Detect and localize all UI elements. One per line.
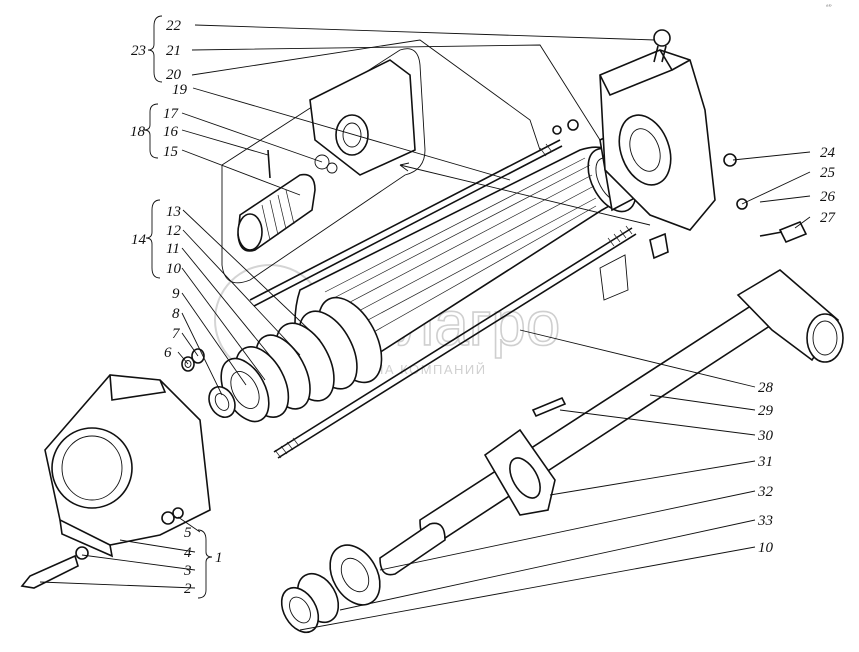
label-10-bottom: 10	[758, 540, 774, 556]
piston-seal-stack	[181, 296, 383, 423]
label-11: 11	[166, 241, 180, 257]
label-12: 12	[166, 223, 182, 239]
label-5: 5	[184, 525, 192, 541]
group-braces	[143, 15, 213, 599]
label-9: 9	[172, 286, 180, 302]
piston-rod-assembly	[280, 269, 844, 634]
label-25: 25	[820, 165, 836, 181]
label-29: 29	[758, 403, 774, 419]
label-21: 21	[166, 43, 181, 59]
label-30: 30	[757, 428, 774, 444]
label-19: 19	[172, 82, 188, 98]
label-4: 4	[184, 545, 192, 561]
front-clamp	[20, 374, 211, 589]
label-13: 13	[166, 204, 181, 220]
label-24: 24	[820, 145, 836, 161]
label-27: 27	[820, 210, 837, 226]
label-18: 18	[130, 124, 146, 140]
label-6: 6	[164, 345, 172, 361]
label-14: 14	[131, 232, 147, 248]
label-7: 7	[172, 326, 181, 342]
label-15: 15	[163, 144, 179, 160]
label-3: 3	[183, 563, 192, 579]
label-1: 1	[215, 550, 223, 566]
label-20: 20	[166, 67, 182, 83]
callout-labels: 22 23 21 20 19 17 18 16 15 13 12 14 11 1…	[130, 18, 837, 597]
leader-lines	[39, 24, 811, 631]
label-26: 26	[820, 189, 836, 205]
label-8: 8	[172, 306, 180, 322]
corner-mark: ᵃᵗᵒ	[826, 4, 831, 10]
label-31: 31	[757, 454, 773, 470]
label-16: 16	[163, 124, 179, 140]
label-32: 32	[757, 484, 774, 500]
label-33: 33	[757, 513, 773, 529]
label-2: 2	[184, 581, 192, 597]
label-22: 22	[166, 18, 182, 34]
label-10: 10	[166, 261, 182, 277]
label-17: 17	[163, 106, 180, 122]
rear-head-block	[552, 29, 808, 260]
label-28: 28	[758, 380, 774, 396]
tie-rods	[249, 139, 637, 459]
label-23: 23	[131, 43, 146, 59]
